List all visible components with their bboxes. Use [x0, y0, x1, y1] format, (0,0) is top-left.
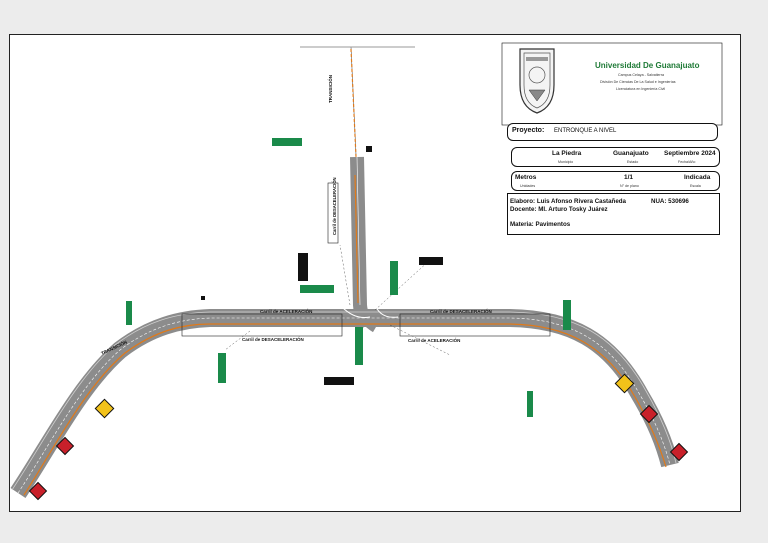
elaboro-text: Elaboro: Luis Afonso Rivera Castañeda	[510, 198, 626, 205]
leader-line-1	[339, 244, 351, 306]
barrier-sign-4	[366, 146, 372, 152]
highway-lane-line	[17, 317, 671, 494]
estado-value: Guanajuato	[613, 150, 649, 157]
red-sign-3	[639, 404, 659, 424]
leader-line-3	[389, 324, 451, 356]
plano-value: 1/1	[624, 174, 634, 181]
drawing-sheet: TRANSICIÓN Carril de DESACELERACIÓN Carr…	[9, 34, 741, 512]
lane-box-north	[327, 182, 339, 244]
municipio-label: Municipio	[558, 160, 574, 164]
green-sign-7	[563, 300, 571, 330]
north-road-orange-line	[354, 174, 359, 304]
warning-sign-west	[94, 398, 115, 419]
green-sign-5	[218, 353, 226, 383]
highway-shoulder-line	[11, 311, 677, 491]
red-sign-4	[669, 442, 689, 462]
label-transicion-north: TRANSICIÓN	[326, 75, 333, 103]
green-sign-6	[126, 301, 132, 325]
red-signs	[28, 404, 689, 501]
municipio-value: La Piedra	[552, 150, 582, 157]
location-box: La Piedra Municipio Guanajuato Estado Se…	[511, 147, 720, 167]
red-sign-2	[28, 481, 48, 501]
island-left	[341, 306, 371, 318]
green-sign-4	[355, 327, 363, 365]
north-road-lane-line	[356, 156, 361, 306]
green-sign-3	[300, 285, 334, 293]
division-text: División De Ciencias De La Salud e Ingen…	[600, 80, 676, 84]
plano-label: N° de plano	[620, 184, 639, 188]
author-info-box: Elaboro: Luis Afonso Rivera Castañeda NU…	[507, 193, 720, 235]
barrier-sign-1	[298, 253, 308, 281]
leader-line-2	[374, 259, 431, 311]
lane-box-east	[399, 313, 551, 337]
escala-value: Indicada	[684, 174, 711, 181]
campus-text: Campus Celaya - Salvatierra	[618, 73, 664, 77]
green-signs	[126, 138, 571, 417]
label-carril-decel-north: Carril de DESACELERACIÓN	[332, 178, 337, 235]
docente-text: Docente: MI. Arturo Tosky Juárez	[510, 206, 608, 213]
unidades-label: Unidades	[520, 184, 536, 188]
estado-label: Estado	[627, 160, 639, 164]
university-name: Universidad De Guanajuato	[595, 61, 700, 70]
main-highway	[10, 182, 679, 498]
label-carril-acel-east: Carril de ACELERACIÓN	[408, 336, 460, 343]
escala-label: Escala	[690, 184, 701, 188]
program-text: Licenciatura en Ingeniería Civil	[616, 87, 666, 91]
warning-sign-east	[614, 373, 635, 394]
lane-box-west	[181, 313, 343, 337]
nua-text: NUA: 530696	[651, 198, 689, 205]
project-label: Proyecto:	[512, 127, 545, 134]
junction-islands	[224, 244, 451, 356]
project-box: Proyecto: ENTRONQUE A NIVEL	[507, 123, 718, 141]
green-sign-1	[272, 138, 302, 146]
barrier-signs	[201, 146, 443, 385]
fecha-value: Septiembre 2024	[664, 150, 716, 157]
fecha-label: Fecha/Año	[678, 160, 696, 164]
label-carril-decel-east: Carril de DESACELERACIÓN	[430, 307, 492, 314]
highway-orange-line	[23, 323, 667, 496]
barrier-sign-3	[324, 377, 354, 385]
units-box: Metros Unidades 1/1 N° de plano Indicada…	[511, 171, 720, 191]
university-seal	[519, 48, 555, 114]
barrier-sign-5	[201, 296, 205, 300]
barrier-sign-2	[419, 257, 443, 265]
label-carril-decel-west: Carril de DESACELERACIÓN	[242, 335, 304, 342]
unidades-value: Metros	[515, 174, 537, 181]
island-right	[375, 306, 399, 318]
green-sign-2	[390, 261, 398, 295]
project-name: ENTRONQUE A NIVEL	[554, 128, 617, 134]
road-plan: TRANSICIÓN Carril de DESACELERACIÓN Carr…	[10, 42, 723, 501]
materia-text: Materia: Pavimentos	[510, 221, 571, 228]
label-carril-acel-west: Carril de ACELERACIÓN	[260, 307, 312, 314]
north-road-orange-axis	[350, 48, 357, 158]
leader-line-4	[224, 330, 251, 351]
warning-signs	[94, 373, 635, 419]
red-sign-1	[55, 436, 75, 456]
green-sign-8	[527, 391, 533, 417]
